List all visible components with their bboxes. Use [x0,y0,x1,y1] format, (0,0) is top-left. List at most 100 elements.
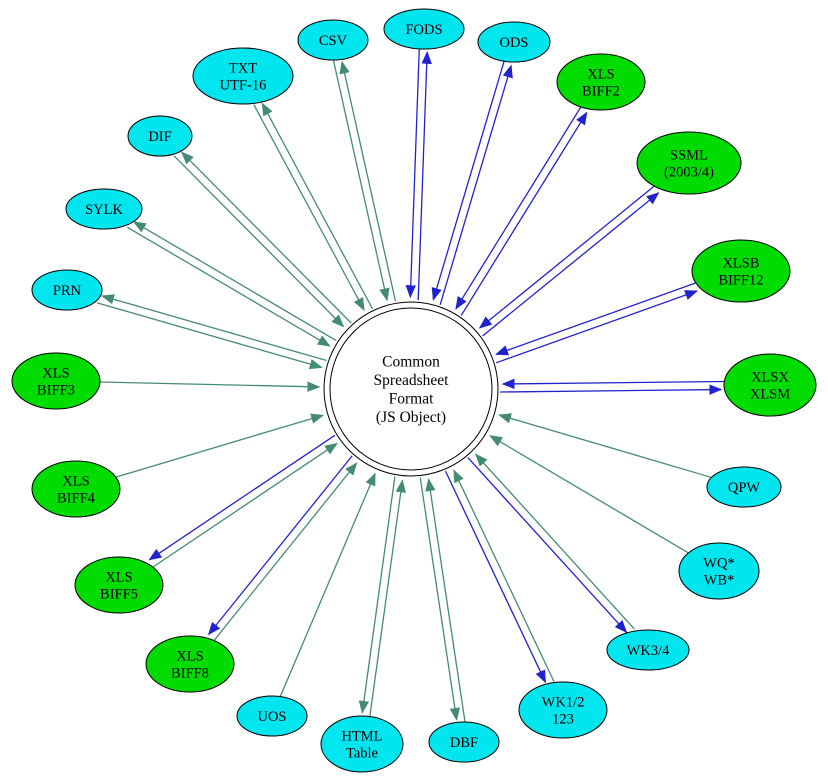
node-csv-shape [297,19,369,61]
node-xlsb-shape [691,239,791,303]
node-xls4-shape [31,460,121,518]
edge-wk34-to-center [474,453,635,630]
edge-xls2-to-center [455,105,583,310]
edge-center-to-csv [339,60,397,302]
node-csv-label: CSV [319,33,348,49]
edge-ods-to-center [431,60,505,301]
node-sylk: SYLK [65,188,143,230]
node-wk12-label: 123 [552,712,574,728]
node-xls8-label: BIFF8 [171,666,209,682]
edge-xls3-to-center [99,381,321,392]
node-ods-shape [477,21,551,63]
edge-wk12-to-center [453,469,555,682]
node-html-shape [320,715,404,773]
edge-xlsb-to-center [495,281,698,356]
node-xls5-label: BIFF5 [100,587,138,603]
node-xls3-shape [11,352,101,410]
node-dif-shape [127,115,193,157]
edge-center-to-ssml [482,192,660,337]
center-node-label: (JS Object) [376,409,446,426]
center-node-label: Common [382,354,440,371]
edge-xls5-to-center [151,442,338,569]
node-wk34-shape [606,629,690,671]
node-xls5-label: XLS [105,570,132,586]
node-xlsb-label: XLSB [722,256,759,272]
edge-ssml-to-center [478,184,657,329]
edge-center-to-dbf [419,477,461,721]
node-ssml-label: (2003/4) [664,165,714,181]
node-uos-label: UOS [257,709,286,725]
node-dbf: DBF [428,721,500,763]
node-qpw-label: QPW [728,480,761,496]
node-dbf-label: DBF [450,735,478,751]
node-fods: FODS [383,8,465,50]
node-fods-label: FODS [405,22,442,38]
edge-center-to-ods [439,64,513,306]
edge-xlsx-to-center [501,378,724,390]
edge-center-to-fods [417,50,432,301]
node-wqwb-label: WQ* [703,556,734,572]
node-ssml-label: SSML [670,148,708,164]
node-fods-shape [383,8,465,50]
edge-html-to-center [369,479,406,717]
edge-sylk-to-center [127,226,331,347]
edge-center-to-prn [100,294,327,362]
node-dif: DIF [127,115,193,157]
node-txt-shape [192,47,294,105]
node-html-label: Table [346,746,378,762]
node-uos: UOS [236,695,308,737]
edge-center-to-xls8 [207,455,353,636]
edge-center-to-wk12 [444,470,546,684]
node-qpw: QPW [706,466,782,508]
node-xls8-shape [145,635,235,693]
node-xls4-label: BIFF4 [57,491,96,507]
node-txt-label: UTF-16 [220,78,267,94]
node-prn: PRN [31,269,103,311]
edge-qpw-to-center [498,413,712,479]
edge-center-to-wk34 [467,457,628,634]
node-wk12-label: WK1/2 [542,695,585,711]
node-txt-label: TXT [229,61,257,77]
node-sylk-label: SYLK [85,202,123,218]
node-xls2-shape [556,53,646,111]
edge-center-to-txt [261,102,374,309]
edge-fods-to-center [405,48,420,299]
node-wk12-shape [518,681,608,739]
node-uos-shape [236,695,308,737]
node-qpw-shape [706,466,782,508]
node-xls2-label: BIFF2 [582,84,620,100]
center-inner-circle [329,307,493,471]
node-wqwb-shape [678,542,760,600]
edges-layer [96,48,724,722]
edge-center-to-xlsb [495,290,699,364]
node-ods-label: ODS [499,35,528,51]
node-ods: ODS [477,21,551,63]
node-prn-label: PRN [53,283,82,299]
edge-uos-to-center [279,472,376,697]
edge-center-to-html [358,476,396,714]
node-xls3-label: XLS [42,366,69,382]
edge-dif-to-center [173,155,345,328]
node-xls8-label: XLS [176,649,203,665]
edge-center-to-xls2 [460,111,588,316]
node-xls3-label: BIFF3 [37,383,75,399]
center-node-label: Spreadsheet [374,372,450,389]
node-wqwb: WQ*WB* [678,542,760,600]
nodes-layer: CSVFODSODSXLSBIFF2SSML(2003/4)XLSBBIFF12… [11,8,817,773]
edge-csv-to-center [332,60,390,302]
center-node-label: Format [389,391,434,408]
edge-center-to-dif [180,151,352,324]
node-dif-label: DIF [148,129,171,145]
node-ssml: SSML(2003/4) [636,131,742,195]
node-ssml-shape [636,131,742,195]
